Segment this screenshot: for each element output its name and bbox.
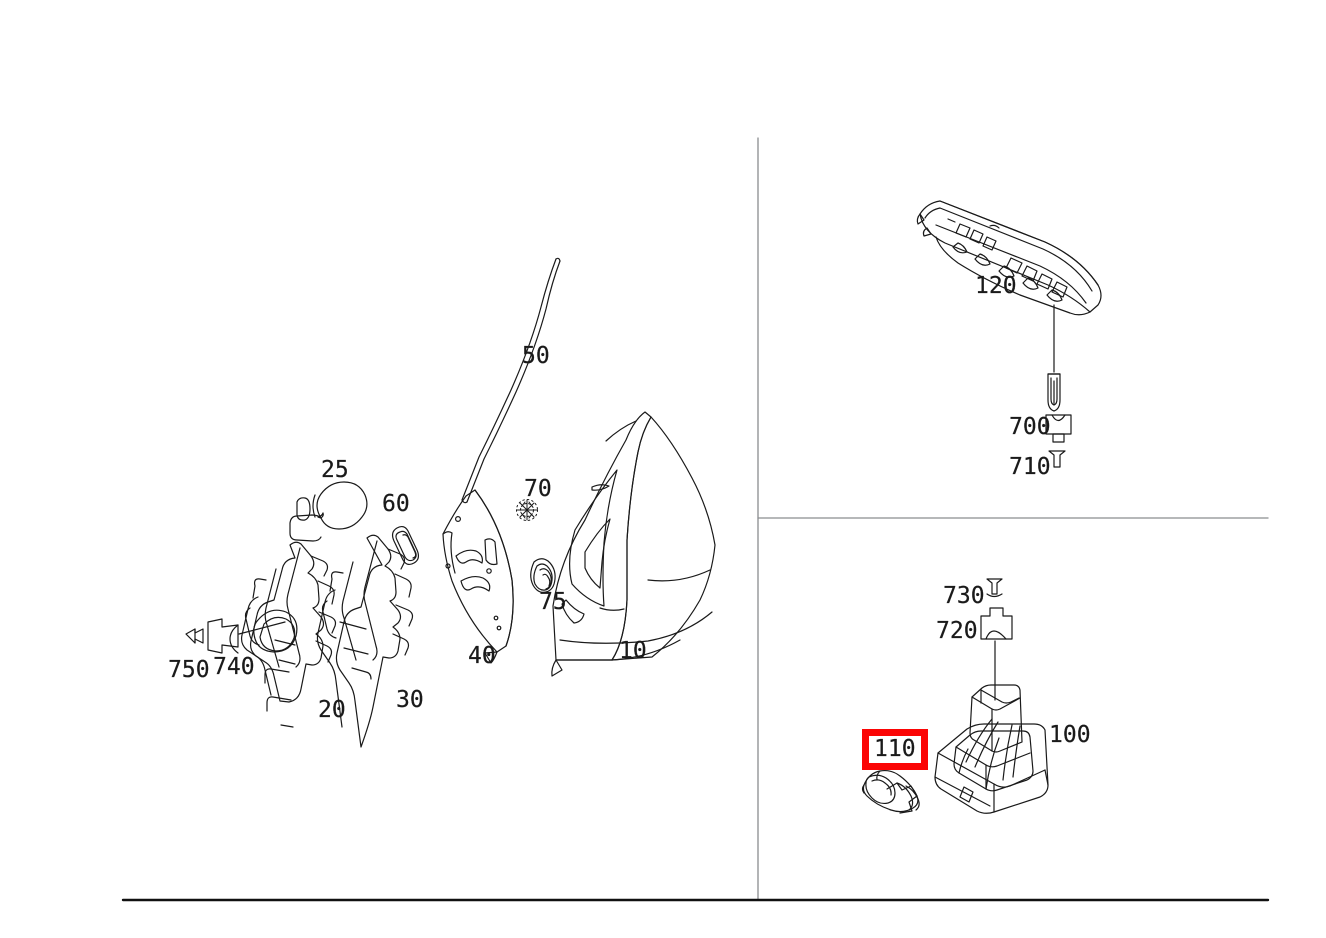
part-label-120: 120 (975, 273, 1017, 299)
part-label-60: 60 (382, 491, 410, 517)
part-label-750: 750 (168, 657, 210, 683)
part-label-710: 710 (1009, 454, 1051, 480)
part-10-tail-lamp-housing (551, 411, 716, 677)
part-label-700: 700 (1009, 414, 1051, 440)
part-label-740: 740 (213, 654, 255, 680)
part-label-100: 100 (1049, 722, 1091, 748)
part-70-screw (516, 499, 538, 521)
part-label-20: 20 (318, 697, 346, 723)
part-120-stop-lamp-strip (916, 200, 1102, 316)
part-75-washer (530, 558, 556, 593)
part-label-70: 70 (524, 476, 552, 502)
part-25-bulb (289, 481, 368, 542)
leader-740-to-20 (238, 621, 286, 635)
part-label-730: 730 (943, 583, 985, 609)
part-60-gasket (391, 525, 420, 566)
part-110-festoon-bulb (861, 769, 920, 814)
part-50-sealing-strip (461, 257, 561, 504)
part-label-720: 720 (936, 618, 978, 644)
part-750-contact-pin (185, 628, 204, 644)
part-label-75: 75 (539, 589, 567, 615)
part-label-110-highlighted[interactable]: 110 (862, 729, 928, 770)
part-20-bulb-carrier-left (240, 541, 337, 728)
part-40-reflector-insert (442, 489, 514, 664)
part-label-50: 50 (522, 343, 550, 369)
part-740-bulb-socket (207, 618, 239, 654)
part-label-30: 30 (396, 687, 424, 713)
part-label-25: 25 (321, 457, 349, 483)
part-label-10: 10 (619, 638, 647, 664)
panel-dividers (757, 137, 1269, 901)
part-30-bulb-carrier-right (316, 534, 414, 748)
part-700-connector-upper (1045, 373, 1072, 468)
part-100-licence-plate-lamp (934, 684, 1049, 814)
part-720-connector-lower (980, 578, 1013, 640)
part-label-40: 40 (468, 643, 496, 669)
